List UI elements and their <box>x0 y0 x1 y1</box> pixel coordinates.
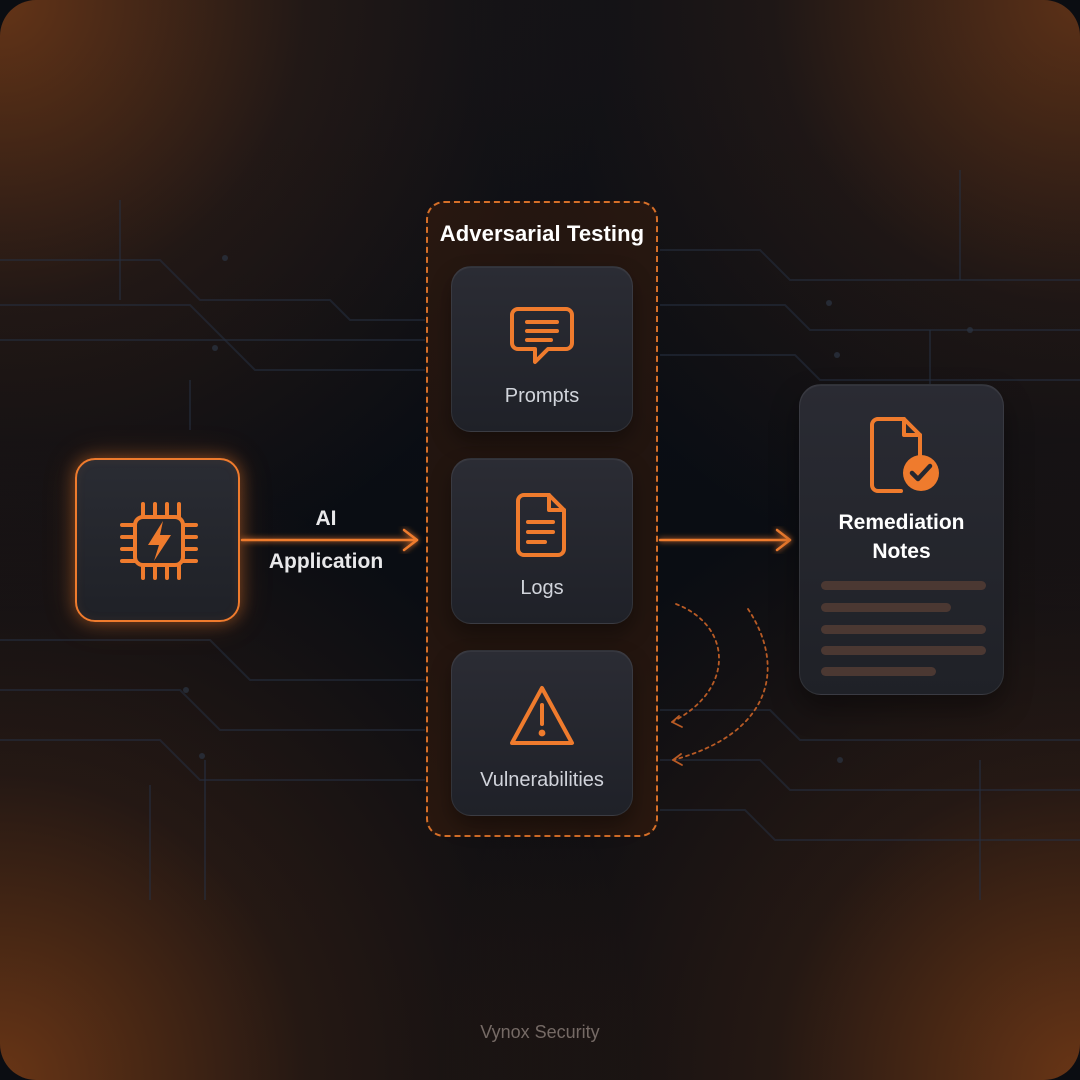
footer-brand: Vynox Security <box>480 1022 600 1042</box>
remediation-notes-card: Remediation Notes <box>799 384 1004 695</box>
cpu-bolt-icon <box>115 497 203 585</box>
source-label-line-1: AI <box>315 507 337 530</box>
logs-card: Logs <box>451 458 633 624</box>
source-label-line-2: Application <box>268 550 384 573</box>
logs-label: Logs <box>520 577 564 599</box>
notes-placeholder-line <box>821 581 986 590</box>
notes-placeholder-line <box>821 625 986 634</box>
warning-triangle-icon <box>506 681 578 753</box>
document-check-icon <box>862 413 946 497</box>
prompts-card: Prompts <box>451 266 633 432</box>
vulnerabilities-card: Vulnerabilities <box>451 650 633 816</box>
prompts-label: Prompts <box>504 385 580 407</box>
notes-placeholder-line <box>821 646 986 655</box>
arrow-to-group <box>240 528 419 552</box>
group-title: Adversarial Testing <box>439 221 645 246</box>
feedback-loop-arrows <box>671 603 769 766</box>
chat-bubble-icon <box>506 297 578 369</box>
notes-placeholder-line <box>821 667 936 676</box>
notes-placeholder-line <box>821 603 951 612</box>
arrow-to-notes <box>658 528 792 552</box>
ai-application-node <box>75 458 240 622</box>
notes-title-line-2: Notes <box>872 540 931 563</box>
document-icon <box>506 489 578 561</box>
notes-title-line-1: Remediation <box>838 511 965 534</box>
vulnerabilities-label: Vulnerabilities <box>480 769 604 791</box>
